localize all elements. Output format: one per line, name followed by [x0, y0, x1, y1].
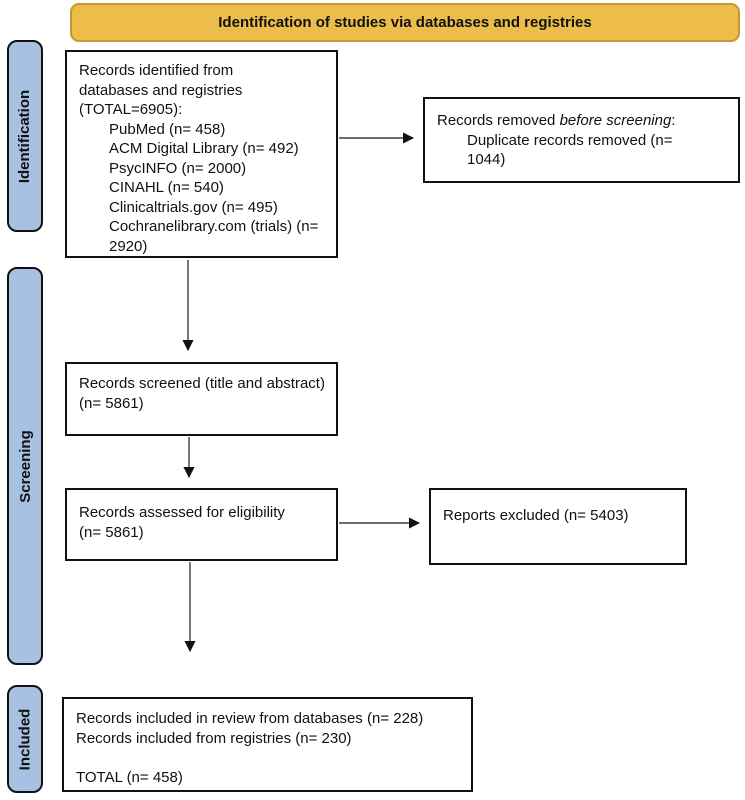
stage-included: Included	[7, 685, 43, 793]
source-acm: ACM Digital Library (n= 492)	[109, 140, 299, 157]
records-removed-heading: Records removed before screening:	[437, 111, 730, 131]
box-records-identified: Records identified from databases and re…	[65, 50, 338, 258]
source-cinahl: CINAHL (n= 540)	[109, 179, 224, 196]
stage-screening-label: Screening	[16, 429, 34, 503]
source-pubmed: PubMed (n= 458)	[109, 120, 226, 138]
banner-title: Identification of studies via databases …	[70, 3, 740, 42]
records-removed-prefix: Records removed	[437, 112, 560, 129]
source-cochrane: Cochranelibrary.com (trials) (n= 2920)	[109, 218, 319, 255]
stage-identification: Identification	[7, 40, 43, 232]
box-records-included: Records included in review from database…	[62, 697, 473, 792]
stage-screening: Screening	[7, 267, 43, 665]
records-included-total: TOTAL (n= 458)	[76, 768, 183, 786]
box-records-assessed: Records assessed for eligibility (n= 586…	[65, 488, 338, 561]
records-identified-intro: Records identified from databases and re…	[79, 62, 243, 118]
records-removed-emphasis: before screening	[559, 112, 672, 129]
blank-line	[76, 748, 463, 768]
records-screened-count: (n= 5861)	[79, 394, 144, 412]
records-included-line2: Records included from registries (n= 230…	[76, 729, 352, 747]
records-screened-line1: Records screened (title and abstract)	[79, 375, 325, 392]
records-assessed-count: (n= 5861)	[79, 523, 144, 541]
stage-identification-label: Identification	[16, 89, 34, 183]
stage-included-label: Included	[16, 708, 34, 770]
records-included-line1: Records included in review from database…	[76, 710, 424, 727]
banner-title-label: Identification of studies via databases …	[218, 14, 592, 31]
records-assessed-line1: Records assessed for eligibility	[79, 504, 285, 521]
records-removed-detail: Duplicate records removed (n= 1044)	[467, 131, 673, 169]
box-records-removed: Records removed before screening: Duplic…	[423, 97, 740, 183]
records-identified-sources: PubMed (n= 458) ACM Digital Library (n= …	[109, 120, 328, 257]
box-reports-excluded: Reports excluded (n= 5403)	[429, 488, 687, 565]
reports-excluded-label: Reports excluded (n= 5403)	[443, 507, 629, 524]
box-records-screened: Records screened (title and abstract) (n…	[65, 362, 338, 436]
source-psycinfo: PsycINFO (n= 2000)	[109, 159, 247, 177]
records-removed-suffix: :	[671, 112, 676, 129]
source-clinicaltrials: Clinicaltrials.gov (n= 495)	[109, 198, 278, 216]
